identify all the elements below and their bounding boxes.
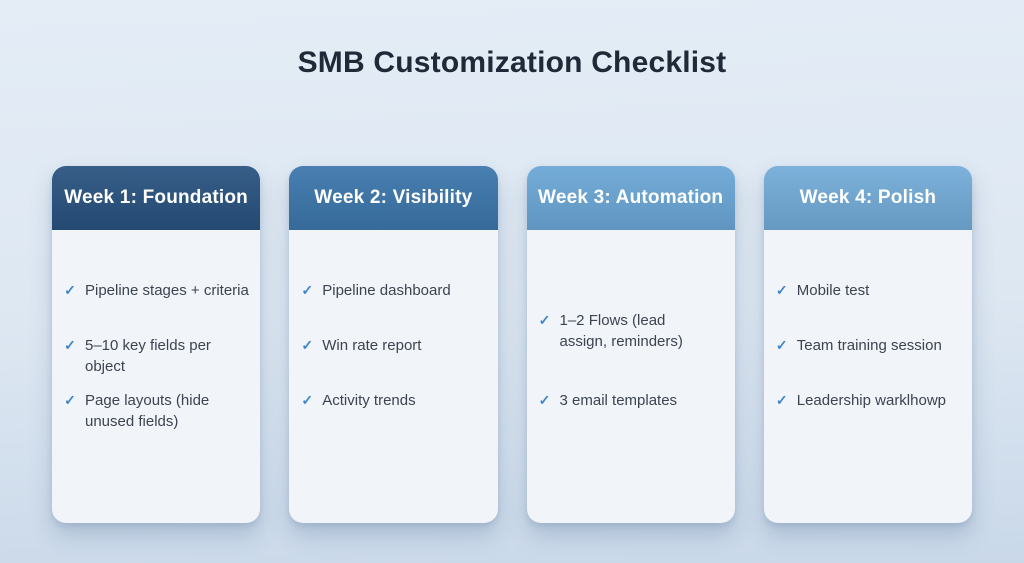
checklist-item: ✓ Page layouts (hide unused fields): [63, 390, 256, 445]
checklist-item: ✓ Win rate report: [300, 335, 493, 390]
check-icon: ✓: [301, 392, 314, 408]
week-2-card-header: Week 2: Visibility: [289, 166, 498, 230]
check-icon: ✓: [301, 282, 314, 298]
checklist-item: ✓ 1–2 Flows (lead assign, reminders): [538, 310, 731, 365]
item-label: Mobile test: [796, 282, 870, 299]
week-1-card: Week 1: Foundation ✓ Pipeline stages + c…: [52, 166, 261, 523]
week-3-card-title: Week 3: Automation: [538, 187, 724, 208]
check-icon: ✓: [64, 392, 76, 408]
week-4-card: Week 4: Polish ✓ Mobile test ✓ Team trai…: [763, 166, 972, 523]
week-2-card-title: Week 2: Visibility: [314, 187, 473, 208]
checklist-item: ✓ Mobile test: [775, 280, 968, 335]
check-icon: ✓: [64, 282, 76, 298]
item-label: Win rate report: [322, 337, 422, 354]
checklist-item: ✓ 3 email templates: [538, 390, 731, 445]
week-4-card-body: ✓ Mobile test ✓ Team training session ✓ …: [764, 230, 972, 445]
week-2-card-body: ✓ Pipeline dashboard ✓ Win rate report ✓…: [289, 230, 497, 445]
week-1-card-header: Week 1: Foundation: [52, 166, 261, 230]
check-icon: ✓: [775, 282, 788, 298]
week-4-card-header: Week 4: Polish: [763, 166, 972, 230]
week-1-card-body: ✓ Pipeline stages + criteria ✓ 5–10 key …: [52, 230, 260, 445]
week-4-card-title: Week 4: Polish: [799, 187, 937, 208]
cards-row: Week 1: Foundation ✓ Pipeline stages + c…: [52, 166, 972, 523]
item-label: Pipeline dashboard: [322, 282, 451, 299]
item-label: Page layouts (hide unused fields): [85, 392, 210, 430]
item-label: 3 email templates: [559, 392, 678, 409]
item-label: Activity trends: [322, 392, 416, 409]
checklist-item: ✓ Leadership warklhowp: [775, 390, 968, 445]
check-icon: ✓: [64, 337, 76, 353]
checklist-item: ✓ Pipeline dashboard: [300, 280, 493, 335]
item-label: 5–10 key fields per object: [85, 337, 211, 375]
week-3-card-header: Week 3: Automation: [526, 166, 735, 230]
item-label: Pipeline stages + criteria: [85, 282, 249, 299]
checklist-item: ✓ Team training session: [775, 335, 968, 390]
check-icon: ✓: [538, 392, 551, 408]
week-3-card-body: ✓ 1–2 Flows (lead assign, reminders) ✓ 3…: [527, 230, 735, 445]
page-title: SMB Customization Checklist: [297, 46, 727, 79]
week-1-card-title: Week 1: Foundation: [64, 187, 248, 208]
check-icon: ✓: [301, 337, 314, 353]
checklist-item: ✓ Pipeline stages + criteria: [63, 280, 256, 335]
check-icon: ✓: [775, 392, 788, 408]
checklist-item: ✓ Activity trends: [300, 390, 493, 445]
check-icon: ✓: [775, 337, 788, 353]
checklist-item: ✓ 5–10 key fields per object: [63, 335, 256, 390]
item-label: Leadership warklhowp: [796, 392, 947, 409]
item-label: Team training session: [796, 337, 942, 354]
item-label: 1–2 Flows (lead assign, reminders): [559, 312, 683, 350]
week-2-card: Week 2: Visibility ✓ Pipeline dashboard …: [289, 166, 498, 523]
check-icon: ✓: [538, 312, 551, 328]
week-3-card: Week 3: Automation ✓ 1–2 Flows (lead ass…: [526, 166, 735, 523]
